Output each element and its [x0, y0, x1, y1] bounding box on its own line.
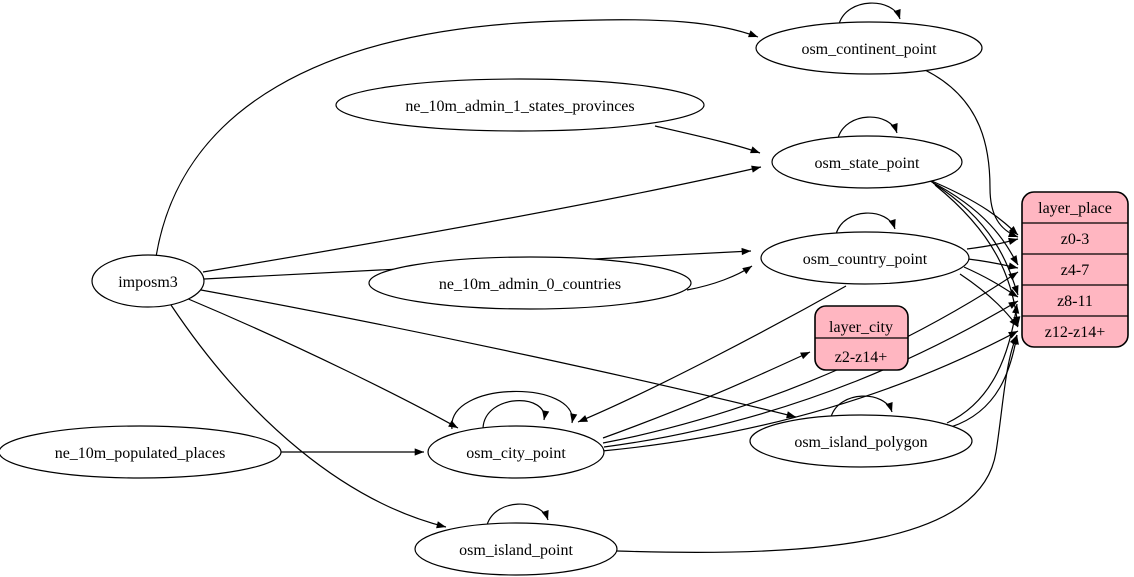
node-label: osm_island_point: [459, 542, 573, 559]
node-label: osm_state_point: [815, 155, 920, 172]
node-imposm3: imposm3: [91, 254, 205, 308]
node-shape: [760, 231, 970, 285]
edge-osm_island_polygon-layer_place-z8-11: [946, 303, 1020, 424]
edge-ne_10m_admin_1_states_provinces-osm_state_point: [654, 125, 761, 154]
layer-place-row-z0-3: z0-3: [1061, 231, 1089, 248]
node-osm_continent_point: osm_continent_point: [755, 21, 983, 75]
edge-osm_city_point-layer_place-z12-z14: [601, 330, 1019, 452]
edge-ne_10m_admin_0_countries-osm_country_point: [686, 265, 753, 291]
edge-osm_country_point-osm_city_point: [577, 285, 847, 423]
selfloop-osm_island_point: [486, 503, 549, 526]
node-ne_10m_admin_0_countries: ne_10m_admin_0_countries: [368, 256, 692, 310]
node-label: ne_10m_admin_0_countries: [439, 276, 621, 293]
node-shape: [755, 21, 983, 75]
layer-place-title: layer_place: [1038, 200, 1112, 217]
edge-group: [155, 2, 1021, 554]
edge-osm_continent_point-layer_place-z0-3: [924, 69, 1019, 238]
node-shape: [368, 256, 692, 310]
layer-place-row-z12-z14: z12-z14+: [1045, 324, 1106, 341]
edge-imposm3-osm_continent_point: [155, 19, 759, 258]
node-label: osm_country_point: [803, 251, 928, 268]
layer-place-row-z8-11: z8-11: [1057, 293, 1093, 310]
selfloop-osm_city_point-outer: [451, 390, 578, 430]
layer-place-box: [1021, 191, 1129, 348]
node-osm_state_point: osm_state_point: [771, 135, 963, 189]
node-shape: [749, 414, 973, 468]
node-osm_city_point: osm_city_point: [427, 425, 605, 479]
edge-imposm3-osm_island_point: [170, 304, 447, 529]
edge-osm_country_point-layer_place-z8-11: [963, 266, 1019, 298]
node-label: ne_10m_populated_places: [55, 445, 226, 462]
node-osm_country_point: osm_country_point: [760, 231, 970, 285]
node-shape: [427, 425, 605, 479]
selfloop-osm_island_polygon: [830, 395, 893, 418]
node-label: osm_city_point: [466, 445, 566, 462]
selfloop-osm_continent_point: [838, 2, 901, 25]
edge-osm_island_point-layer_place-z12-z14: [616, 334, 1018, 554]
edge-osm_city_point-layer_place-z8-11: [603, 300, 1019, 448]
selfloop-osm_state_point: [837, 116, 898, 139]
node-label: ne_10m_admin_1_states_provinces: [405, 98, 634, 115]
node-shape: [335, 78, 705, 132]
node-osm_island_polygon: osm_island_polygon: [749, 414, 973, 468]
edge-imposm3-osm_state_point: [202, 165, 762, 273]
node-shape: [414, 522, 618, 576]
layer-city-row-z2-z14: z2-z14+: [835, 349, 888, 366]
node-layer_city: layer_city z2-z14+: [814, 305, 909, 371]
node-label: imposm3: [118, 274, 178, 291]
edge-imposm3-osm_city_point: [185, 297, 459, 429]
edge-osm_country_point-layer_place-z4-7: [967, 258, 1019, 270]
node-shape: [91, 254, 205, 308]
node-layer_place: layer_place z0-3 z4-7 z8-11 z12-z14+: [1021, 191, 1129, 348]
selfloop-osm_country_point: [835, 212, 896, 235]
layer-place-row-z4-7: z4-7: [1061, 262, 1089, 279]
edge-osm_country_point-layer_place-z0-3: [966, 237, 1019, 250]
edge-osm_country_point-layer_place-z12-z14: [959, 273, 1019, 328]
edge-osm_state_point-layer_place-z4-7: [929, 180, 1019, 266]
node-shape: [0, 425, 282, 479]
node-ne_10m_populated_places: ne_10m_populated_places: [0, 425, 282, 479]
node-label: osm_continent_point: [801, 41, 937, 58]
edge-osm_state_point-layer_place-z8-11: [932, 182, 1019, 296]
selfloop-osm_city_point-inner: [482, 400, 550, 429]
edge-osm_city_point-layer_city-z2-z14: [602, 351, 811, 439]
edge-osm_island_polygon-layer_place-z12-z14: [950, 334, 1019, 428]
node-ne_10m_admin_1_states_provinces: ne_10m_admin_1_states_provinces: [335, 78, 705, 132]
edge-osm_state_point-layer_place-z0-3: [926, 178, 1019, 236]
layer-city-title: layer_city: [829, 319, 893, 336]
edge-imposm3-osm_island_polygon: [200, 289, 797, 419]
node-shape: [771, 135, 963, 189]
node-label: osm_island_polygon: [794, 434, 927, 451]
node-osm_island_point: osm_island_point: [414, 522, 618, 576]
